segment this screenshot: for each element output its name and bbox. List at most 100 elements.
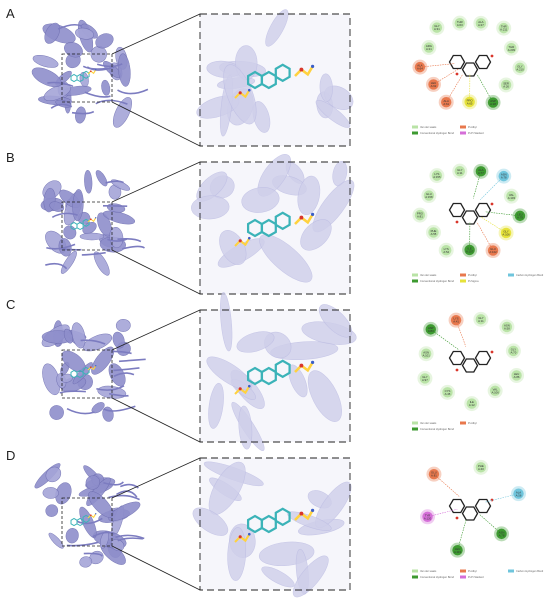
atom-nitrogen xyxy=(95,513,97,515)
residue-label: A:45 xyxy=(445,392,451,396)
residue-disc xyxy=(500,227,512,239)
protein-ribbon-zoom xyxy=(332,160,348,187)
protein-ribbon xyxy=(108,501,141,522)
protein-ribbon xyxy=(117,53,131,87)
residue-label: LEU xyxy=(514,372,519,376)
residue-disc xyxy=(419,373,431,384)
residue-label: LEU xyxy=(431,81,436,85)
residue-label: ASN xyxy=(504,324,510,328)
protein-ribbon-zoom xyxy=(191,195,230,220)
legend-label: Van der waals xyxy=(420,273,437,277)
residue-label: ARG xyxy=(426,44,432,48)
zoom-box xyxy=(61,497,113,547)
legend-label: Conventional Hydrogen Bond xyxy=(420,279,454,283)
atom-oxygen xyxy=(490,54,494,58)
protein-ribbon-zoom xyxy=(241,187,280,213)
residue-disc xyxy=(501,321,513,333)
residue-sticks xyxy=(87,217,97,223)
residue-label: ALA xyxy=(478,168,483,172)
protein-ribbon-zoom xyxy=(220,292,233,352)
residue-label: ALA xyxy=(444,99,449,103)
residue-label: VAL xyxy=(509,193,515,197)
residue-label: A:211 xyxy=(500,28,508,32)
atom-oxygen xyxy=(455,72,459,76)
panel-letter-c: C xyxy=(6,297,16,312)
residue-label: A:54 xyxy=(443,250,449,254)
legend-swatch xyxy=(412,279,418,283)
molecule-ring xyxy=(448,350,466,366)
residue-sticks xyxy=(234,237,251,247)
zoom-line-bottom xyxy=(111,545,201,591)
protein-ribbon-zoom xyxy=(238,405,253,450)
residue-label: A:81 xyxy=(431,474,437,478)
interaction-line xyxy=(484,493,519,503)
legend-label: Conventional Hydrogen Bond xyxy=(420,575,454,579)
protein-ribbon xyxy=(95,170,108,187)
zoom-box xyxy=(61,349,113,399)
panel-letter-d: D xyxy=(6,448,16,463)
interaction-line xyxy=(484,211,521,217)
atom-nitrogen xyxy=(311,64,315,68)
legend-label: Van der waals xyxy=(420,421,437,425)
protein-ribbon xyxy=(65,528,79,544)
protein-ribbon-zoom xyxy=(261,566,295,588)
protein-loop xyxy=(115,534,145,540)
residue-disc xyxy=(475,166,487,177)
residue-sticks xyxy=(294,361,314,373)
atom-nitrogen xyxy=(311,212,315,216)
interaction-line xyxy=(445,73,464,103)
residue-disc xyxy=(511,370,522,381)
panel-c: GLYA:11ASNA:58GLYA:70LEUA:86VALA:106ILEA… xyxy=(41,292,525,451)
protein-ribbon xyxy=(109,226,124,248)
protein-loop xyxy=(83,552,103,557)
atom-nitrogen xyxy=(95,365,97,367)
legend-swatch xyxy=(412,125,418,129)
residue-label: ILE xyxy=(470,400,474,404)
interaction-diagram: GLYA:11ASNA:58GLYA:70LEUA:86VALA:106ILEA… xyxy=(417,311,525,412)
zoom-line-top xyxy=(111,13,201,55)
protein-loop xyxy=(59,390,86,394)
atom-oxygen xyxy=(89,366,92,369)
residue-disc xyxy=(464,96,475,108)
molecule-ring xyxy=(448,498,466,514)
protein-loop xyxy=(108,392,129,397)
legend-swatch xyxy=(412,273,418,277)
legend-label: Pi-Alkyl xyxy=(468,421,477,425)
atom-oxygen xyxy=(299,363,304,368)
atom-oxygen xyxy=(299,215,304,220)
protein-loop xyxy=(66,541,99,547)
residue-sticks xyxy=(87,69,97,75)
residue-label: ASN xyxy=(499,530,505,534)
protein-ribbon-zoom xyxy=(265,9,289,47)
protein-loop xyxy=(117,537,144,542)
residue-sticks xyxy=(87,365,97,371)
protein-loop xyxy=(86,66,115,71)
protein-ribbon xyxy=(44,22,60,44)
protein-ribbon xyxy=(93,251,110,276)
protein-ribbon xyxy=(79,232,105,241)
residue-label: ASP xyxy=(428,326,434,330)
residue-label: ALA xyxy=(478,20,483,24)
panel-letter-b: B xyxy=(6,150,15,165)
interaction-line xyxy=(430,329,459,350)
residue-label: A:83 xyxy=(428,329,434,333)
protein-loop xyxy=(113,372,135,377)
residue-label: A:28 xyxy=(490,102,496,106)
legend-swatch xyxy=(508,273,514,277)
protein-ribbon-zoom xyxy=(297,175,321,216)
ligand-small xyxy=(70,73,78,83)
atom-oxygen xyxy=(238,535,242,539)
residue-disc xyxy=(423,190,435,201)
protein-ribbon-zoom xyxy=(315,99,351,128)
residue-disc xyxy=(513,488,524,499)
protein-ribbon xyxy=(85,475,101,490)
atom-oxygen xyxy=(89,514,92,517)
residue-disc xyxy=(506,42,517,54)
atom-nitrogen xyxy=(248,532,251,536)
molecule-ring xyxy=(461,506,479,521)
residue-label: PRO xyxy=(417,212,424,216)
residue-label: A:119 xyxy=(454,550,462,554)
protein-loop xyxy=(58,247,82,251)
